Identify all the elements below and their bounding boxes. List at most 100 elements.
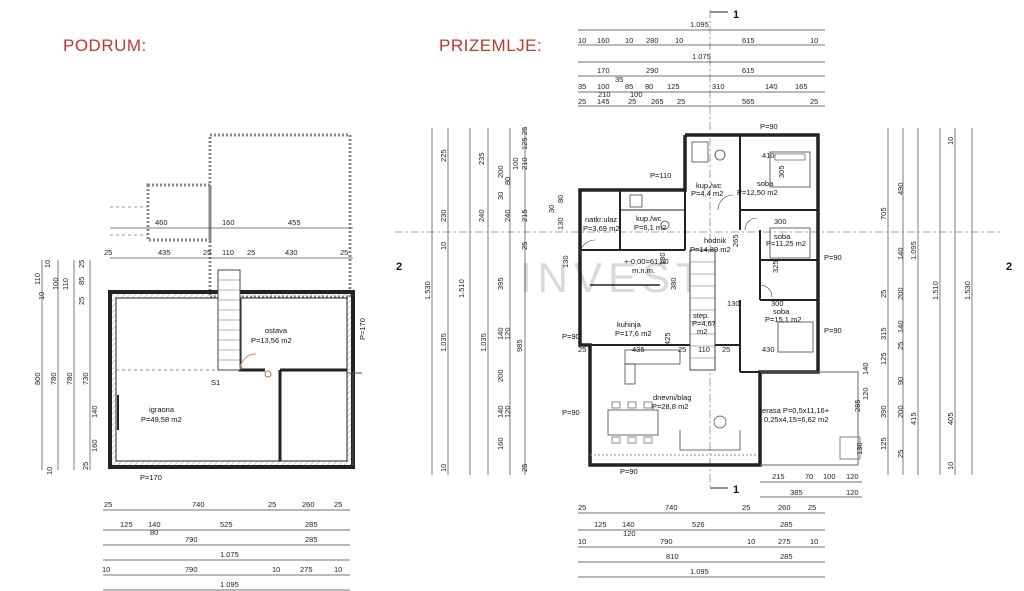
dim-text: 120: [861, 387, 870, 400]
dim-text: 70: [805, 472, 813, 481]
dim-text: 1.035: [439, 333, 448, 352]
dim-text: 30: [547, 205, 556, 213]
dim-text: 10: [37, 292, 46, 300]
basement-heading: PODRUM:: [63, 36, 147, 55]
dim-text: 25: [520, 464, 529, 472]
dim-text: 10: [272, 565, 280, 574]
kitchen-counter: [624, 349, 681, 365]
dim-text: 200: [496, 369, 505, 382]
basement-bottom-p: P=170: [140, 473, 162, 482]
dim-text: 300: [771, 299, 784, 308]
dim-text: 390: [879, 405, 888, 418]
dim-text: 120: [846, 488, 859, 497]
dim-text: 265: [651, 97, 664, 106]
dim-text: 140: [90, 405, 99, 418]
dim-text: 240: [503, 209, 512, 222]
dim-text: 25: [203, 248, 211, 257]
p-label: P=90: [620, 467, 638, 476]
dim-text: 25: [77, 260, 86, 268]
dim-text: 140: [496, 327, 505, 340]
stair-label: S1: [211, 378, 220, 387]
dim-text: 740: [192, 500, 205, 509]
dim-text: 780: [49, 372, 58, 385]
dim-text: 140: [896, 247, 905, 260]
dim-text: 140: [622, 520, 635, 529]
p-label: P=110: [650, 171, 671, 180]
bed-icon: [777, 321, 814, 353]
section-2-left: 2: [396, 261, 402, 273]
room-unit: m2: [697, 327, 707, 336]
dim-text: 1.095: [909, 241, 918, 260]
dim-text: 25: [810, 97, 818, 106]
dim-text: 705: [879, 207, 888, 220]
dim-text: 10: [439, 464, 448, 472]
terrace-line1: terasa P=0,5x11,16+: [760, 406, 830, 415]
dim-text: 25: [896, 450, 905, 458]
dim-text: 125: [879, 352, 888, 365]
dim-text: 25: [77, 297, 86, 305]
dim-text: 25: [247, 248, 255, 257]
dim-text: 425: [663, 332, 672, 345]
dim-text: 30: [496, 192, 505, 200]
dim-text: 1.510: [931, 281, 940, 300]
dim-text: 265: [731, 234, 740, 247]
dim-text: 35: [578, 82, 586, 91]
dim-text: 160: [496, 437, 505, 450]
dim-text: 85: [77, 277, 86, 285]
room-area: P=11,25 m2: [766, 239, 806, 248]
level-unit: m.n.m.: [632, 266, 655, 275]
dim-text: 25: [578, 503, 586, 512]
room-name: natkr.ulaz: [585, 215, 617, 224]
room-area: P=15,1 m2: [765, 315, 801, 324]
section-1-bottom: 1: [733, 484, 739, 496]
p-label: P=90: [824, 326, 842, 335]
dim-text: 460: [155, 218, 168, 227]
dim-text: 410: [762, 151, 775, 160]
basement-right-p: P=170: [358, 318, 367, 340]
dim-text: 10: [810, 537, 818, 546]
dim-text: 315: [879, 327, 888, 340]
terrace-line2: 0,25x4,15=6,62 m2: [764, 415, 828, 424]
dim-text: 730: [81, 372, 90, 385]
dim-text: 285: [780, 552, 793, 561]
dim-text: 615: [742, 36, 755, 45]
dim-text: 300: [774, 217, 787, 226]
dim-text: 385: [790, 488, 803, 497]
dim-text: 810: [666, 552, 679, 561]
dim-text: 80: [556, 195, 565, 203]
dim-text: 260: [778, 503, 791, 512]
room-area: P=3,69 m2: [583, 224, 619, 233]
dim-text: 110: [222, 248, 234, 257]
room-name: hodnik: [704, 236, 726, 245]
dim-text: 200: [496, 165, 505, 178]
dim-text: 160: [222, 218, 235, 227]
dim-text: 285: [305, 535, 318, 544]
dim-text: 565: [742, 97, 755, 106]
dim-text: 435: [632, 345, 645, 354]
dim-text: 235: [477, 152, 486, 165]
basement-side-outline: [146, 183, 212, 242]
dim-text: 455: [288, 218, 301, 227]
dim-text: 285: [305, 520, 318, 529]
dim-text: 110: [698, 345, 710, 354]
basement-labels: ostava P=13,56 m2 igraona P=49,58 m2 S1 …: [104, 218, 367, 482]
bed-icon: [769, 151, 811, 188]
dim-text: 615: [742, 66, 755, 75]
dim-text: 80: [503, 177, 512, 185]
dim-text: 80: [645, 82, 653, 91]
dim-text: 25: [268, 500, 276, 509]
dim-text: 100: [630, 90, 643, 99]
ostava-name: ostava: [265, 326, 288, 335]
dim-text: 110: [33, 273, 42, 285]
dim-text: 430: [762, 345, 775, 354]
dim-text: 85: [625, 82, 633, 91]
dim-text: 1.075: [220, 550, 239, 559]
dim-text: 160: [90, 439, 99, 452]
dim-text: 125: [879, 437, 888, 450]
dim-text: 140: [861, 362, 870, 375]
dim-text: 25: [628, 97, 636, 106]
dim-text: 125: [520, 137, 529, 150]
dim-text: 790: [660, 537, 673, 546]
dim-text: 285: [853, 399, 862, 412]
dim-text: 25: [742, 503, 750, 512]
